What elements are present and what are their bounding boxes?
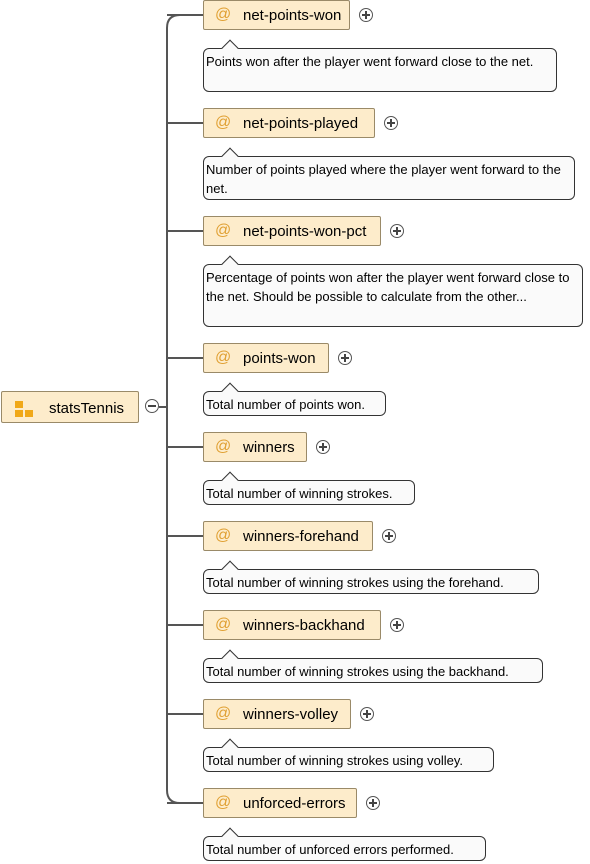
attribute-winners-backhand[interactable]: @ winners-backhand [203,610,381,640]
attribute-icon: @ [215,438,232,455]
attribute-documentation: Total number of winning strokes. [203,480,415,505]
expand-toggle-icon[interactable] [316,440,330,454]
attribute-unforced-errors[interactable]: @ unforced-errors [203,788,357,818]
expand-toggle-icon[interactable] [366,796,380,810]
expand-toggle-icon[interactable] [382,529,396,543]
attribute-icon: @ [215,349,232,366]
expand-toggle-icon[interactable] [338,351,352,365]
attribute-net-points-won[interactable]: @ net-points-won [203,0,350,30]
collapse-toggle-icon[interactable] [145,399,159,413]
attribute-icon: @ [215,114,232,131]
attribute-documentation: Total number of winning strokes using th… [203,569,539,594]
attribute-winners-volley[interactable]: @ winners-volley [203,699,351,729]
expand-toggle-icon[interactable] [359,8,373,22]
attribute-net-points-played[interactable]: @ net-points-played [203,108,375,138]
attribute-icon: @ [215,705,232,722]
attribute-name: points-won [243,350,316,367]
expand-toggle-icon[interactable] [390,224,404,238]
attribute-points-won[interactable]: @ points-won [203,343,329,373]
attribute-icon: @ [215,222,232,239]
expand-toggle-icon[interactable] [390,618,404,632]
attribute-icon: @ [215,616,232,633]
attribute-icon: @ [215,527,232,544]
attribute-documentation: Percentage of points won after the playe… [203,264,583,327]
expand-toggle-icon[interactable] [360,707,374,721]
root-element-label: statsTennis [49,400,125,417]
attribute-name: net-points-won [243,7,342,24]
attribute-documentation: Total number of winning strokes using th… [203,658,543,683]
attribute-name: net-points-played [243,115,359,132]
attribute-name: winners-backhand [243,617,365,634]
attribute-icon: @ [215,6,232,23]
attribute-icon: @ [215,794,232,811]
attribute-winners-forehand[interactable]: @ winners-forehand [203,521,373,551]
attribute-winners[interactable]: @ winners [203,432,307,462]
attribute-name: winners [243,439,295,456]
attribute-name: winners-forehand [243,528,359,545]
root-element-statsTennis[interactable]: statsTennis [1,391,139,423]
expand-toggle-icon[interactable] [384,116,398,130]
attribute-documentation: Points won after the player went forward… [203,48,557,92]
attribute-name: unforced-errors [243,795,346,812]
attribute-documentation: Total number of winning strokes using vo… [203,747,494,772]
attribute-documentation: Total number of unforced errors performe… [203,836,486,861]
attribute-net-points-won-pct[interactable]: @ net-points-won-pct [203,216,381,246]
sequence-element-icon [15,401,33,417]
attribute-documentation: Number of points played where the player… [203,156,575,200]
trunk-line [166,14,181,804]
attribute-name: winners-volley [243,706,339,723]
attribute-name: net-points-won-pct [243,223,367,240]
